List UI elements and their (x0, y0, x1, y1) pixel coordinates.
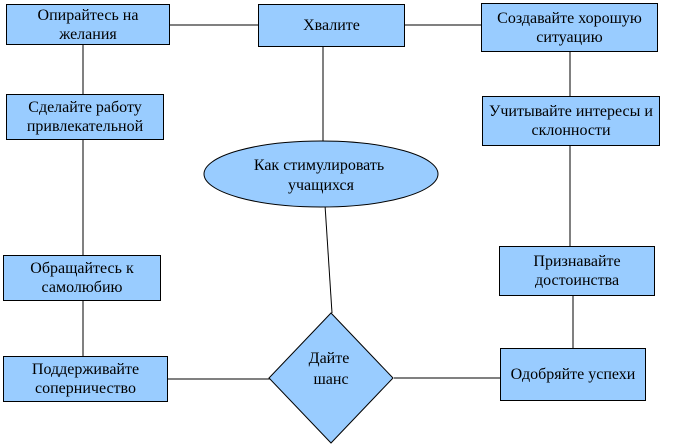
box-right-4-label: Одобряйте успехи (510, 366, 636, 383)
box-left-1: Опирайтесь на желания (6, 4, 170, 45)
connector-center-diamond (324, 204, 333, 314)
center-ellipse (203, 140, 439, 208)
box-right-1: Создавайте хорошую ситуацию (481, 3, 658, 52)
box-right-2: Учитывайте интересы и склонности (482, 96, 660, 146)
svg-text:Как стимулировать учащихся: Как стимулировать учащихся (254, 157, 388, 194)
box-top-label: Хвалите (303, 17, 360, 34)
box-right-1-label: Создавайте хорошую ситуацию (497, 9, 642, 46)
center-line-1: Как стимулировать (254, 157, 384, 174)
box-right-3: Признавайте достоинства (499, 246, 655, 296)
box-left-4-label: Поддерживайте соперничество (31, 361, 140, 397)
box-left-4: Поддерживайте соперничество (3, 356, 168, 402)
box-right-2-label: Учитывайте интересы и склонности (489, 103, 653, 139)
diamond-shape (268, 312, 394, 444)
box-right-4: Одобряйте успехи (500, 348, 646, 401)
box-left-2: Сделайте работу привлекательной (6, 94, 164, 140)
diamond-line-1: Дайте (309, 350, 350, 367)
box-right-3-label: Признавайте достоинства (533, 253, 621, 289)
svg-text:Дайте шанс: Дайте шанс (309, 350, 354, 388)
box-left-1-label: Опирайтесь на желания (37, 6, 139, 43)
box-left-3: Обращайтесь к самолюбию (3, 255, 161, 301)
box-top: Хвалите (258, 4, 405, 47)
diamond-line-2: шанс (313, 371, 348, 388)
box-left-3-label: Обращайтесь к самолюбию (30, 260, 134, 296)
center-line-2: учащихся (288, 177, 355, 194)
box-left-2-label: Сделайте работу привлекательной (26, 99, 144, 135)
